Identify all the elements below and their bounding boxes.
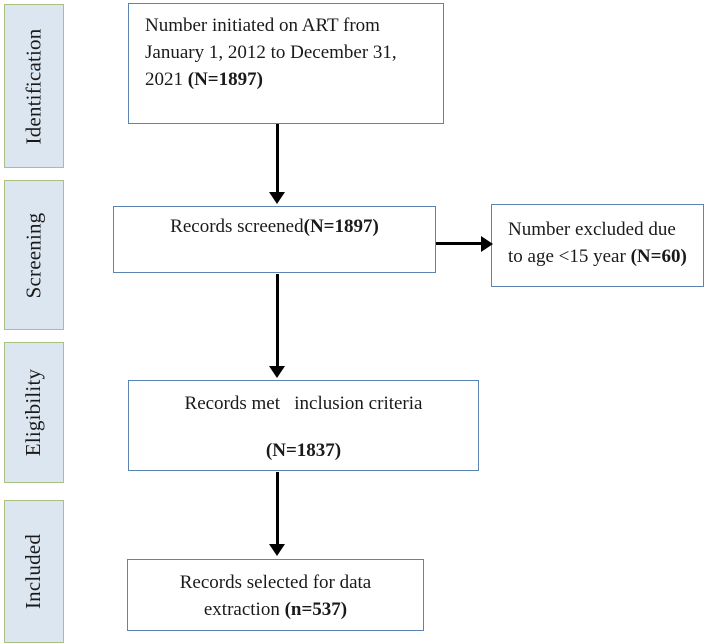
- selected-line-1: Records selected for data: [179, 572, 372, 593]
- initiated-year: 2021: [145, 68, 188, 90]
- flow-box-selected-for-extraction-content: Records selected for data extraction (n=…: [128, 570, 423, 624]
- flow-box-initiated-on-art-content: Number initiated on ART from January 1, …: [129, 13, 443, 94]
- initiated-count: (N=1897): [187, 68, 263, 90]
- arrow-screened-to-excluded-head-icon: [481, 236, 493, 252]
- excluded-line-1: Number excluded due: [508, 219, 676, 240]
- screened-text: Records screened: [170, 216, 304, 237]
- stage-label-included: Included: [4, 500, 64, 643]
- initiated-line-2: January 1, 2012 to December 31,: [145, 41, 397, 63]
- excluded-count: (N=60): [630, 245, 687, 267]
- arrow-inclusion-to-selected-line: [276, 472, 279, 546]
- initiated-line-1: Number initiated on ART from: [145, 15, 380, 36]
- arrow-inclusion-to-selected-head-icon: [269, 544, 285, 556]
- flow-box-records-screened-content: Records screened(N=1897): [114, 214, 435, 241]
- flow-box-initiated-on-art: Number initiated on ART from January 1, …: [128, 3, 444, 124]
- screened-line-1: Records screened(N=1897): [124, 214, 425, 241]
- flow-box-met-inclusion-criteria-content: Records met inclusion criteria (N=1837): [129, 391, 478, 465]
- excluded-line-2: to age <15 year (N=60): [508, 244, 693, 271]
- arrow-screened-to-excluded-line: [436, 242, 484, 245]
- stage-label-eligibility: Eligibility: [4, 342, 64, 483]
- inclusion-line-1: Records met inclusion criteria: [184, 393, 423, 414]
- stage-label-identification-text: Identification: [21, 28, 46, 144]
- selected-count: (n=537): [284, 598, 348, 620]
- flow-box-selected-for-extraction: Records selected for data extraction (n=…: [127, 559, 424, 631]
- arrow-screened-to-inclusion-line: [276, 274, 279, 368]
- selected-text: extraction: [203, 598, 285, 620]
- initiated-line-3: 2021 (N=1897): [145, 67, 433, 94]
- stage-label-screening: Screening: [4, 180, 64, 330]
- flow-box-records-screened: Records screened(N=1897): [113, 206, 436, 273]
- arrow-initiated-to-screened-line: [276, 124, 279, 194]
- inclusion-line-2: (N=1837): [139, 438, 468, 465]
- arrow-screened-to-inclusion-head-icon: [269, 366, 285, 378]
- flow-box-excluded-by-age-content: Number excluded due to age <15 year (N=6…: [492, 217, 703, 271]
- stage-label-identification: Identification: [4, 4, 64, 168]
- stage-label-eligibility-text: Eligibility: [21, 368, 46, 457]
- stage-label-screening-text: Screening: [21, 212, 46, 298]
- flow-box-met-inclusion-criteria: Records met inclusion criteria (N=1837): [128, 380, 479, 471]
- stage-label-included-text: Included: [21, 533, 46, 610]
- inclusion-count: (N=1837): [265, 439, 342, 461]
- screened-count: (N=1897): [303, 216, 379, 237]
- selected-line-2: extraction (n=537): [138, 597, 413, 624]
- excluded-criteria: to age <15 year: [508, 245, 631, 267]
- flow-box-excluded-by-age: Number excluded due to age <15 year (N=6…: [491, 204, 704, 287]
- arrow-initiated-to-screened-head-icon: [269, 192, 285, 204]
